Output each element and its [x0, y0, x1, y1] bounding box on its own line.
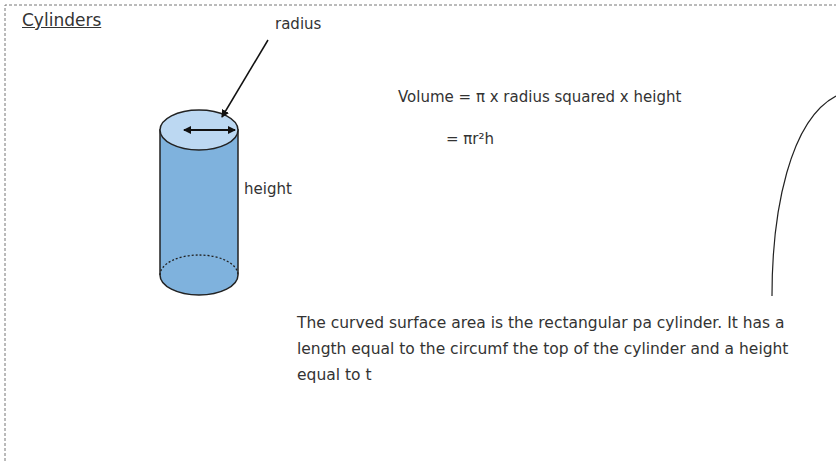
- radius-label: radius: [275, 15, 321, 33]
- heading: Cylinders: [22, 10, 101, 30]
- radius-arrow: [184, 129, 235, 131]
- volume-formula: Volume = π x radius squared x height: [398, 88, 681, 106]
- leader-line: [222, 40, 268, 117]
- volume-formula-short: = πr²h: [446, 130, 494, 148]
- height-label: height: [244, 180, 292, 198]
- surface-note: The curved surface area is the rectangul…: [297, 310, 829, 388]
- dashed-border: [5, 5, 836, 461]
- cylinder-shape: [160, 110, 238, 295]
- leader-curve: [772, 96, 836, 296]
